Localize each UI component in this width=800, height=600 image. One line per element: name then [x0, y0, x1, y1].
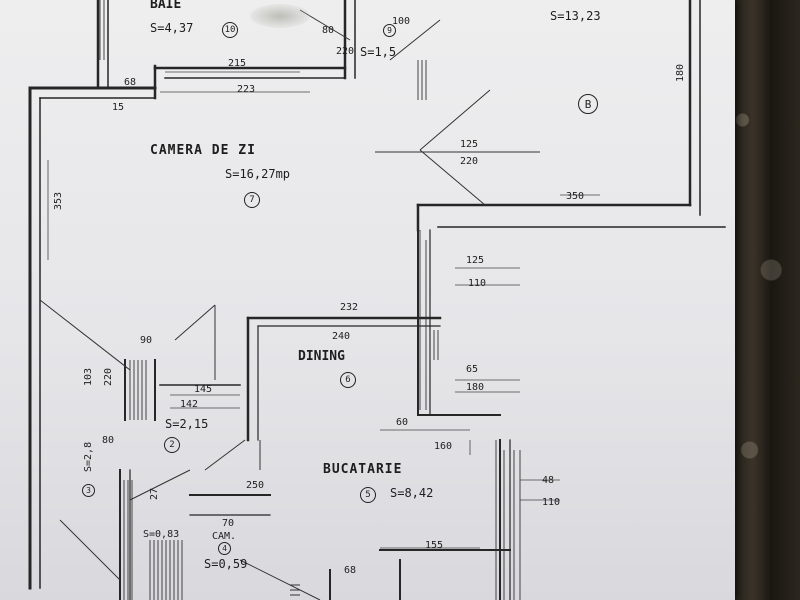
dim-65: 65: [466, 364, 479, 375]
wooden-table-background: [728, 0, 800, 600]
room-area-bucatarie: S=8,42: [390, 486, 434, 500]
room-name-dining: DINING: [298, 349, 345, 364]
floor-plan-drawing: [28, 0, 726, 600]
room-area-small-2: S=0,83: [143, 529, 180, 540]
dim-220-c: 220: [336, 46, 355, 57]
hatching: [99, 0, 521, 600]
dim-110-a: 110: [468, 278, 487, 289]
room-area-small-1: S=2,8: [83, 441, 94, 472]
dim-100: 100: [392, 16, 411, 27]
dim-80-a: 80: [102, 435, 115, 446]
dim-125-a: 125: [460, 139, 479, 150]
room-area-baie: S=4,37: [150, 21, 194, 35]
dim-68-bottom: 68: [344, 565, 357, 576]
room-area-camera-de-zi: S=16,27mp: [225, 167, 291, 181]
room-number-baie: 10: [222, 22, 238, 38]
dim-240: 240: [332, 331, 351, 342]
dim-353: 353: [53, 191, 64, 210]
dimension-lines: [47, 71, 600, 549]
room-number-bucatarie: 5: [360, 487, 376, 503]
dim-220-a: 220: [460, 156, 479, 167]
dim-125-b: 125: [466, 255, 485, 266]
room-name-baie: BAIE: [150, 0, 182, 12]
dim-60: 60: [396, 417, 409, 428]
dim-250: 250: [246, 480, 265, 491]
paper-smudge: [250, 4, 310, 28]
room-name-bucatarie: BUCATARIE: [323, 462, 403, 477]
dim-27: 27: [149, 487, 160, 500]
dim-15: 15: [112, 102, 125, 113]
room-number-cam: 4: [218, 542, 231, 555]
room-area-hol: S=2,15: [165, 417, 209, 431]
dim-103: 103: [83, 367, 94, 386]
dim-350: 350: [566, 191, 585, 202]
dim-215: 215: [228, 58, 247, 69]
dim-220-b: 220: [103, 367, 114, 386]
dim-180: 180: [675, 63, 686, 82]
dim-48: 48: [542, 475, 555, 486]
dim-80-b: 80: [322, 25, 335, 36]
room-number-camera-de-zi: 7: [244, 192, 260, 208]
dim-180-b: 180: [466, 382, 485, 393]
dim-90: 90: [140, 335, 153, 346]
dim-232: 232: [340, 302, 359, 313]
room-name-camera-de-zi: CAMERA DE ZI: [150, 143, 256, 158]
dim-223: 223: [237, 84, 256, 95]
room-number-small-1: 3: [82, 484, 95, 497]
room-number-hol: 2: [164, 437, 180, 453]
dim-68-top: 68: [124, 77, 137, 88]
floor-plan-sheet: BAIE S=4,37 10 S=13,23 B CAMERA DE ZI S=…: [0, 0, 735, 600]
room-name-cam: CAM.: [212, 531, 237, 542]
room-number-b: B: [578, 94, 598, 114]
dim-145: 145: [194, 384, 213, 395]
dim-155: 155: [425, 540, 444, 551]
room-area-cam: S=0,59: [204, 557, 248, 571]
dim-142: 142: [180, 399, 199, 410]
room-number-dining: 6: [340, 372, 356, 388]
room-number-small-3: 9: [383, 24, 396, 37]
door-swings: [39, 9, 540, 600]
room-area-small-3: S=1,5: [360, 45, 397, 59]
dim-160: 160: [434, 441, 453, 452]
dim-110-b: 110: [542, 497, 561, 508]
dim-70: 70: [222, 518, 235, 529]
room-area-b: S=13,23: [550, 9, 601, 23]
